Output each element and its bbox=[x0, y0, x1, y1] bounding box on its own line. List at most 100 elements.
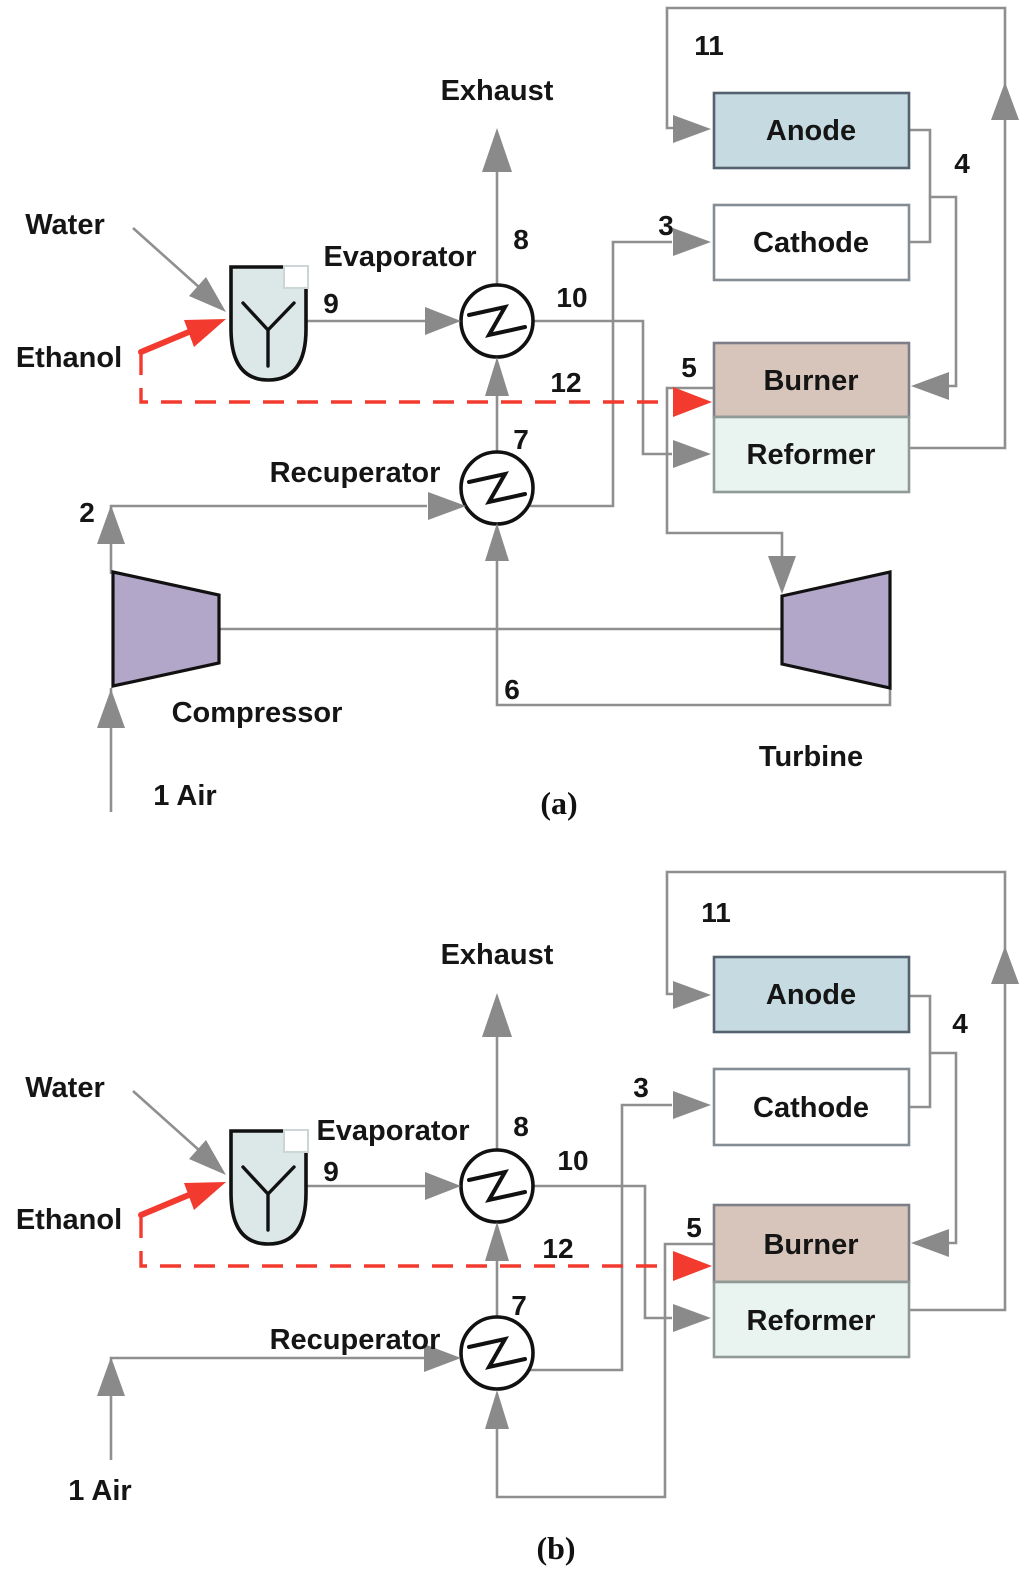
stream-5-pipe bbox=[665, 386, 784, 558]
burner-label: Burner bbox=[763, 365, 858, 397]
air-label-b: 1 Air bbox=[68, 1475, 131, 1507]
ethanol-arrow-line bbox=[138, 326, 199, 355]
stream-10-number: 10 bbox=[556, 282, 587, 313]
stream-11-number: 11 bbox=[694, 30, 724, 61]
burner-label-b: Burner bbox=[763, 1229, 858, 1261]
air-label: 1 Air bbox=[153, 780, 216, 812]
air-in-arrowhead-icon bbox=[97, 689, 125, 728]
stream-11-pipe-b bbox=[665, 870, 1007, 1312]
cathode-label-b: Cathode bbox=[753, 1092, 869, 1124]
burner-block-b bbox=[712, 1203, 911, 1284]
ethanol-arrowhead-icon-b bbox=[184, 1182, 226, 1210]
stream-12-number-b: 12 bbox=[542, 1233, 573, 1264]
ethanol-bypass-arrowhead-icon-b bbox=[673, 1251, 712, 1281]
ethanol-label-b: Ethanol bbox=[16, 1204, 122, 1236]
mixer-notch-b bbox=[283, 1129, 309, 1153]
reformer-block-b bbox=[712, 1280, 911, 1359]
exhaust-label: Exhaust bbox=[441, 75, 554, 107]
stream-3-number-b: 3 bbox=[633, 1072, 649, 1103]
turbine-in-arrowhead-icon bbox=[768, 556, 796, 594]
stream-11-pipe bbox=[665, 6, 1007, 450]
exhaust-arrowhead-icon bbox=[482, 128, 512, 172]
evaporator-label: Evaporator bbox=[323, 241, 476, 273]
recuperator-label-b: Recuperator bbox=[270, 1324, 441, 1356]
anode-in-arrowhead-icon-b bbox=[673, 981, 711, 1009]
evaporator-left-arrowhead-icon bbox=[425, 307, 461, 335]
recuperator-label: Recuperator bbox=[270, 457, 441, 489]
cathode-in-arrowhead-icon-b bbox=[673, 1091, 711, 1119]
mixer-notch bbox=[283, 265, 309, 289]
stream-6-number: 6 bbox=[504, 674, 520, 705]
stream-7-number: 7 bbox=[513, 424, 529, 455]
water-label: Water bbox=[25, 209, 105, 241]
stream-4-pipe-b bbox=[909, 994, 958, 1245]
stream-10-number-b: 10 bbox=[557, 1145, 588, 1176]
recuperator-left-arrowhead-icon-b bbox=[424, 1344, 461, 1372]
evaporator-in-arrowhead-icon bbox=[485, 357, 509, 396]
cathode-label: Cathode bbox=[753, 227, 869, 259]
evaporator-in-arrowhead-icon-b bbox=[485, 1222, 509, 1261]
recuperator-zigzag-icon bbox=[467, 471, 527, 505]
burner-in-arrowhead-icon-b bbox=[911, 1229, 949, 1257]
stream-3-pipe-b bbox=[529, 1103, 672, 1372]
recuperator-in-arrowhead-icon bbox=[485, 523, 509, 561]
anode-label-b: Anode bbox=[766, 979, 856, 1011]
exhaust-arrowhead-icon-b bbox=[482, 993, 512, 1037]
evaporator-zigzag-icon bbox=[467, 304, 527, 338]
stream-6-pipe bbox=[495, 558, 892, 707]
anode-label: Anode bbox=[766, 115, 856, 147]
mixer-vessel-icon-b bbox=[229, 1129, 308, 1246]
stream-11-up-arrowhead-icon bbox=[991, 82, 1019, 120]
compressor-label: Compressor bbox=[172, 697, 343, 729]
stream-2-pipe bbox=[109, 504, 427, 574]
evaporator-left-arrowhead-icon-b bbox=[425, 1172, 461, 1200]
stream-10-pipe-b bbox=[531, 1184, 672, 1320]
cathode-block-b bbox=[712, 1067, 911, 1147]
ethanol-arrow-line-b bbox=[138, 1189, 199, 1218]
stream-11-up-arrowhead-icon-b bbox=[991, 946, 1019, 984]
stream-10-pipe bbox=[531, 319, 672, 456]
reformer-label: Reformer bbox=[747, 439, 876, 471]
stream-5-number: 5 bbox=[681, 352, 697, 383]
stream-9-number-b: 9 bbox=[323, 1156, 339, 1187]
stream-8-number-b: 8 bbox=[513, 1111, 529, 1142]
stream-2-number: 2 bbox=[79, 497, 95, 528]
air-up-arrowhead-icon-b bbox=[97, 1357, 125, 1396]
water-arrowhead-icon bbox=[189, 277, 226, 312]
mixer-y-icon-b bbox=[241, 1165, 296, 1232]
ethanol-label: Ethanol bbox=[16, 342, 122, 374]
stream-4-number-b: 4 bbox=[952, 1008, 968, 1039]
reformer-in-arrowhead-icon-b bbox=[673, 1304, 711, 1332]
cathode-in-arrowhead-icon bbox=[673, 228, 711, 256]
cathode-block bbox=[712, 203, 911, 282]
air-inlet-pipe-b bbox=[109, 1356, 424, 1460]
recuperator-zigzag-icon-b bbox=[467, 1336, 527, 1370]
cathode-out-pipe bbox=[909, 197, 932, 244]
water-label-b: Water bbox=[25, 1072, 105, 1104]
anode-in-arrowhead-icon bbox=[673, 115, 711, 143]
stream-11-number-b: 11 bbox=[701, 897, 731, 928]
ethanol-bypass-dashed-pipe bbox=[139, 354, 668, 404]
stream-3-number: 3 bbox=[658, 210, 674, 241]
recuperator-in-arrowhead-icon-b bbox=[485, 1390, 509, 1429]
stream-7-number-b: 7 bbox=[511, 1290, 527, 1321]
ethanol-bypass-arrowhead-icon bbox=[673, 387, 712, 417]
burner-in-arrowhead-icon bbox=[911, 372, 949, 400]
panel-b-caption: (b) bbox=[536, 1530, 575, 1566]
stream-5-number-b: 5 bbox=[686, 1212, 702, 1243]
turbine-icon bbox=[780, 570, 892, 690]
water-arrow-line-b bbox=[132, 1090, 201, 1152]
anode-block-b bbox=[712, 955, 911, 1034]
reformer-in-arrowhead-icon bbox=[673, 440, 711, 468]
evaporator-label-b: Evaporator bbox=[316, 1115, 469, 1147]
stream-5-pipe-b bbox=[495, 1242, 713, 1499]
stream-9-number: 9 bbox=[323, 288, 339, 319]
panel-b: Exhaust Water Ethanol Evaporator Recuper… bbox=[16, 870, 1019, 1566]
stream-3-pipe bbox=[528, 240, 672, 508]
water-arrowhead-icon-b bbox=[189, 1140, 226, 1175]
water-arrow-line bbox=[132, 227, 201, 289]
panel-a: Exhaust Water Ethanol Evaporator Recuper… bbox=[16, 6, 1019, 821]
ethanol-arrowhead-icon bbox=[184, 319, 226, 347]
